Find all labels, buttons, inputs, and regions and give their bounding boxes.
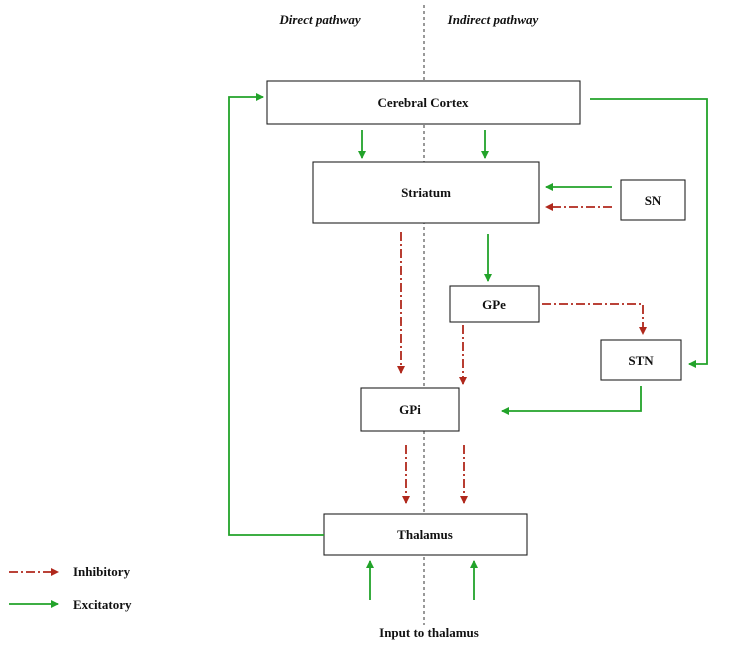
- gpe-label: GPe: [482, 297, 506, 312]
- direct-pathway-header: Direct pathway: [278, 12, 360, 27]
- gpi-label: GPi: [399, 402, 421, 417]
- striatum-label: Striatum: [401, 185, 451, 200]
- cerebral-cortex-label: Cerebral Cortex: [377, 95, 469, 110]
- thalamus-label: Thalamus: [397, 527, 453, 542]
- stn-node: STN: [600, 339, 682, 381]
- gpi-node: GPi: [360, 387, 460, 432]
- arrow-gpe-stn: [542, 303, 647, 335]
- arrow-thalamus-cortex: [228, 93, 324, 536]
- stn-label: STN: [628, 353, 654, 368]
- cerebral-cortex-node: Cerebral Cortex: [266, 80, 581, 125]
- legend: Inhibitory Excitatory: [9, 564, 132, 612]
- indirect-pathway-header: Indirect pathway: [447, 12, 539, 27]
- sn-label: SN: [645, 193, 662, 208]
- gpe-node: GPe: [449, 285, 540, 323]
- thalamus-node: Thalamus: [323, 513, 528, 556]
- legend-excitatory-label: Excitatory: [73, 597, 132, 612]
- arrow-cortex-stn: [590, 98, 708, 368]
- legend-inhibitory-label: Inhibitory: [73, 564, 131, 579]
- striatum-node: Striatum: [312, 161, 540, 224]
- input-to-thalamus-label: Input to thalamus: [379, 625, 479, 640]
- sn-node: SN: [620, 179, 686, 221]
- arrow-stn-gpi: [501, 386, 642, 415]
